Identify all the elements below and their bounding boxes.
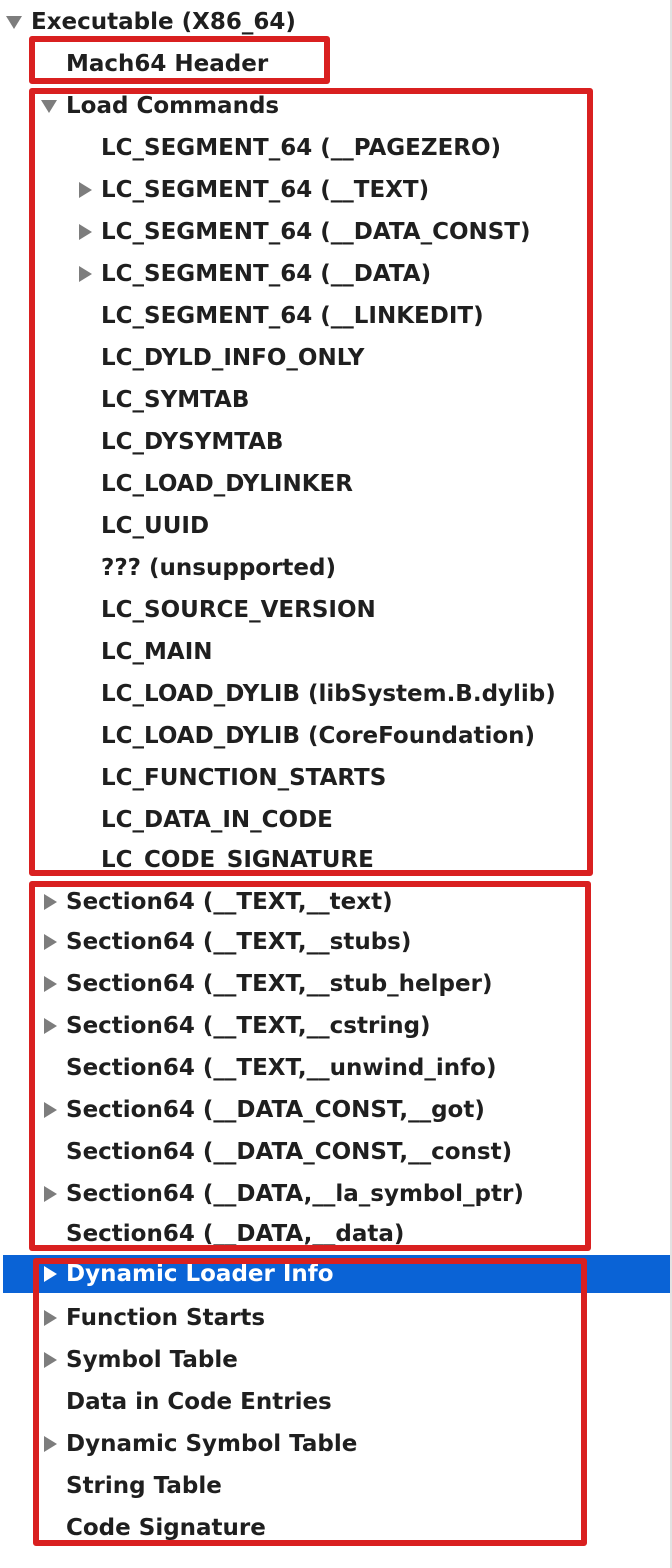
tree-row-label: Data in Code Entries [66, 1389, 332, 1415]
tree-row-label: LC_FUNCTION_STARTS [101, 765, 387, 791]
tree-row-label: Section64 (__TEXT,__text) [66, 889, 393, 915]
tree-row-executable[interactable]: Executable (X86_64) [0, 1, 672, 43]
tree-row-load-command[interactable]: ??? (unsupported) [0, 547, 672, 589]
tree-row-code-signature[interactable]: Code Signature [0, 1507, 672, 1549]
tree-row-load-command[interactable]: LC_SEGMENT_64 (__LINKEDIT) [0, 295, 672, 337]
tree-row-label: Section64 (__TEXT,__stubs) [66, 929, 412, 955]
tree-row-load-command[interactable]: LC_DYSYMTAB [0, 421, 672, 463]
tree-row-dynamic-symbol-table[interactable]: Dynamic Symbol Table [0, 1423, 672, 1465]
tree-row-label: LC_SEGMENT_64 (__DATA) [101, 261, 432, 287]
tree-row-load-command[interactable]: LC_SEGMENT_64 (__PAGEZERO) [0, 127, 672, 169]
tree-row-label: Section64 (__DATA_CONST,__got) [66, 1097, 485, 1123]
tree-row-label: String Table [66, 1473, 222, 1499]
tree-row-label: Dynamic Symbol Table [66, 1431, 358, 1457]
tree-row-load-command[interactable]: LC_LOAD_DYLINKER [0, 463, 672, 505]
tree-row-label: Load Commands [66, 93, 280, 119]
tree-row-label: LC_SEGMENT_64 (__PAGEZERO) [101, 135, 502, 161]
tree-row-label: Section64 (__TEXT,__unwind_info) [66, 1055, 497, 1081]
tree-row-label: Section64 (__TEXT,__stub_helper) [66, 971, 493, 997]
tree-row-data-in-code-entries[interactable]: Data in Code Entries [0, 1381, 672, 1423]
tree-row-label: LC_SOURCE_VERSION [101, 597, 376, 623]
tree-row-section[interactable]: Section64 (__DATA,__data) [0, 1213, 672, 1255]
disclosure-right-icon[interactable] [41, 963, 59, 1005]
tree-row-load-command[interactable]: LC_DYLD_INFO_ONLY [0, 337, 672, 379]
tree-row-label: LC_MAIN [101, 639, 213, 665]
disclosure-right-icon[interactable] [41, 1173, 59, 1215]
disclosure-down-icon[interactable] [40, 85, 58, 127]
tree-row-load-command[interactable]: LC_UUID [0, 505, 672, 547]
tree-row-string-table[interactable]: String Table [0, 1465, 672, 1507]
tree-row-label: Mach64 Header [66, 51, 269, 77]
disclosure-down-icon[interactable] [5, 1, 23, 43]
tree-row-load-command[interactable]: LC_DATA_IN_CODE [0, 799, 672, 841]
tree-row-load-command[interactable]: LC_LOAD_DYLIB (libSystem.B.dylib) [0, 673, 672, 715]
outline-right-border [670, 0, 672, 1568]
tree-row-label: Section64 (__TEXT,__cstring) [66, 1013, 431, 1039]
tree-row-function-starts[interactable]: Function Starts [0, 1297, 672, 1339]
disclosure-right-icon[interactable] [76, 253, 94, 295]
tree-row-load-command[interactable]: LC_SOURCE_VERSION [0, 589, 672, 631]
disclosure-right-icon[interactable] [41, 1339, 59, 1381]
tree-row-section[interactable]: Section64 (__TEXT,__cstring) [0, 1005, 672, 1047]
disclosure-right-icon[interactable] [76, 211, 94, 253]
tree-row-label: Dynamic Loader Info [66, 1261, 334, 1287]
tree-row-load-command[interactable]: LC_MAIN [0, 631, 672, 673]
tree-row-mach64-header[interactable]: Mach64 Header [0, 43, 672, 85]
disclosure-right-icon[interactable] [41, 1089, 59, 1131]
tree-row-load-command[interactable]: LC_CODE_SIGNATURE [0, 839, 672, 881]
tree-row-label: Code Signature [66, 1515, 266, 1541]
tree-row-load-command[interactable]: LC_SEGMENT_64 (__TEXT) [0, 169, 672, 211]
tree-row-load-command[interactable]: LC_SEGMENT_64 (__DATA) [0, 253, 672, 295]
tree-row-label: Symbol Table [66, 1347, 238, 1373]
tree-row-section[interactable]: Section64 (__DATA_CONST,__got) [0, 1089, 672, 1131]
tree-row-label: LC_DATA_IN_CODE [101, 807, 333, 833]
tree-row-section[interactable]: Section64 (__DATA_CONST,__const) [0, 1131, 672, 1173]
disclosure-right-icon[interactable] [76, 169, 94, 211]
disclosure-right-icon[interactable] [41, 1005, 59, 1047]
disclosure-right-icon[interactable] [41, 1297, 59, 1339]
tree-row-load-command[interactable]: LC_LOAD_DYLIB (CoreFoundation) [0, 715, 672, 757]
disclosure-right-icon[interactable] [41, 1255, 59, 1293]
tree-row-label: LC_LOAD_DYLIB (CoreFoundation) [101, 723, 536, 749]
tree-row-label: LC_DYSYMTAB [101, 429, 284, 455]
tree-row-section[interactable]: Section64 (__TEXT,__stubs) [0, 921, 672, 963]
tree-row-section[interactable]: Section64 (__TEXT,__stub_helper) [0, 963, 672, 1005]
disclosure-right-icon[interactable] [41, 1423, 59, 1465]
tree-row-label: Section64 (__DATA,__data) [66, 1221, 405, 1247]
tree-row-load-command[interactable]: LC_SYMTAB [0, 379, 672, 421]
tree-row-label: LC_CODE_SIGNATURE [101, 847, 374, 873]
tree-row-label: LC_SYMTAB [101, 387, 250, 413]
tree-row-label: Section64 (__DATA_CONST,__const) [66, 1139, 513, 1165]
tree-row-label: LC_LOAD_DYLIB (libSystem.B.dylib) [101, 681, 556, 707]
disclosure-right-icon[interactable] [41, 921, 59, 963]
disclosure-right-icon[interactable] [41, 881, 59, 923]
tree-row-label: Executable (X86_64) [31, 9, 296, 35]
tree-row-label: LC_DYLD_INFO_ONLY [101, 345, 365, 371]
tree-row-load-commands[interactable]: Load Commands [0, 85, 672, 127]
tree-row-label: LC_LOAD_DYLINKER [101, 471, 353, 497]
tree-row-label: LC_SEGMENT_64 (__LINKEDIT) [101, 303, 484, 329]
tree-row-load-command[interactable]: LC_FUNCTION_STARTS [0, 757, 672, 799]
tree-row-label: Section64 (__DATA,__la_symbol_ptr) [66, 1181, 524, 1207]
tree-row-section[interactable]: Section64 (__DATA,__la_symbol_ptr) [0, 1173, 672, 1215]
tree-row-label: LC_SEGMENT_64 (__DATA_CONST) [101, 219, 531, 245]
tree-row-label: LC_SEGMENT_64 (__TEXT) [101, 177, 430, 203]
tree-row-symbol-table[interactable]: Symbol Table [0, 1339, 672, 1381]
tree-row-section[interactable]: Section64 (__TEXT,__text) [0, 881, 672, 923]
tree-row-label: Function Starts [66, 1305, 266, 1331]
tree-row-section[interactable]: Section64 (__TEXT,__unwind_info) [0, 1047, 672, 1089]
tree-row-load-command[interactable]: LC_SEGMENT_64 (__DATA_CONST) [0, 211, 672, 253]
tree-row-label: LC_UUID [101, 513, 210, 539]
tree-row-label: ??? (unsupported) [101, 555, 336, 581]
tree-row-dynamic-loader-info[interactable]: Dynamic Loader Info [3, 1255, 670, 1293]
